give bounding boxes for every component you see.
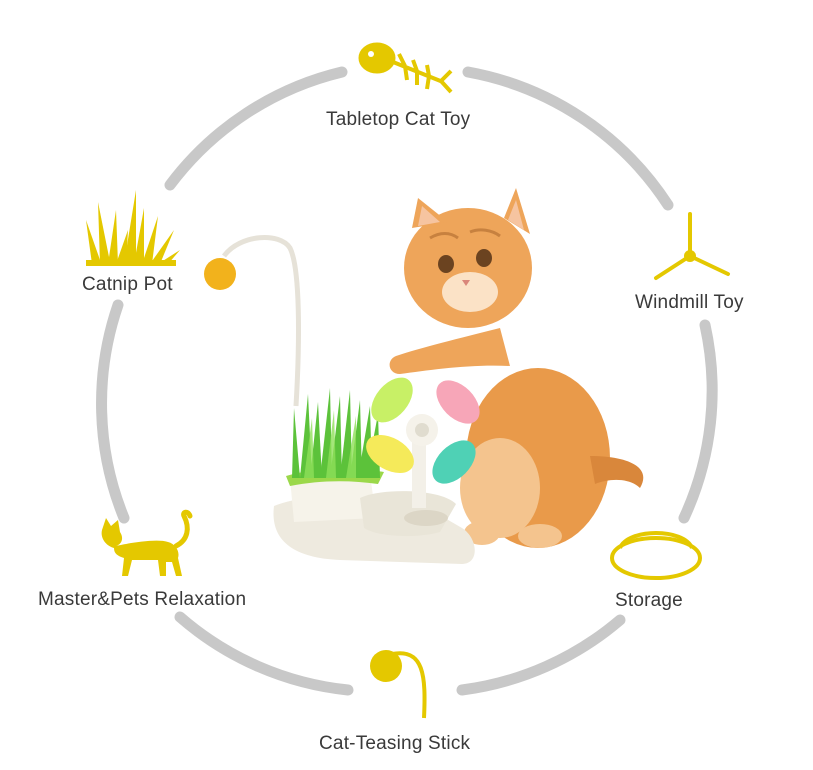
windmill-toy <box>366 377 480 484</box>
cat-silhouette-icon <box>101 509 193 576</box>
storage-label: Storage <box>615 590 683 611</box>
tabletop-cat-toy-label: Tabletop Cat Toy <box>326 109 471 130</box>
cat-grass <box>292 388 380 478</box>
cat-teasing-stick-label: Cat-Teasing Stick <box>319 733 471 754</box>
teasing-stick-icon <box>370 650 427 719</box>
windmill-toy-label: Windmill Toy <box>635 292 744 313</box>
grass-icon <box>86 190 180 266</box>
product-photo <box>204 188 644 564</box>
teaser-ball <box>204 258 236 290</box>
master-pets-relaxation-label: Master&Pets Relaxation <box>38 589 247 610</box>
cat-image <box>389 188 644 548</box>
windmill-icon <box>654 212 730 280</box>
storage-dish-icon <box>610 531 702 580</box>
fish-bone-icon <box>358 42 453 94</box>
catnip-pot-label: Catnip Pot <box>82 274 173 295</box>
tray-base <box>273 474 475 564</box>
